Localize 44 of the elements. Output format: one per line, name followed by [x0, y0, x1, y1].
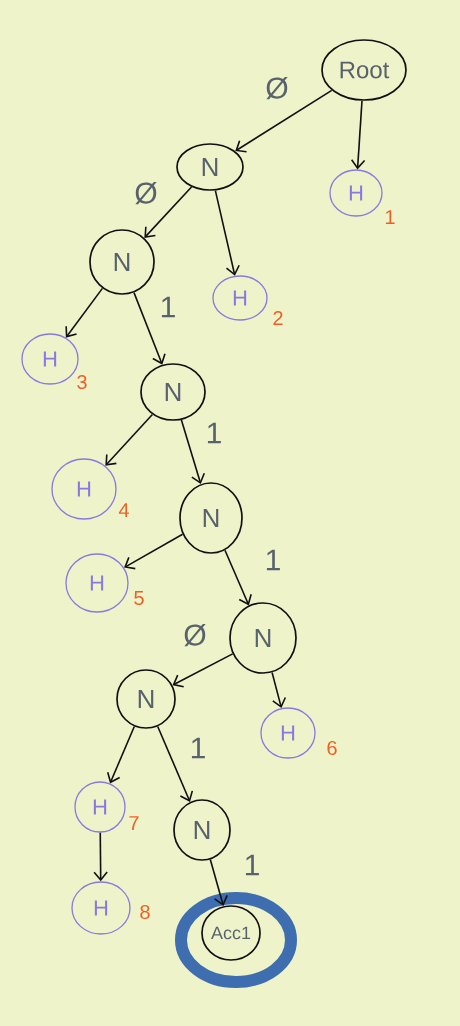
arrow [350, 100, 366, 170]
arrow [224, 549, 252, 606]
tree-node: N [179, 482, 243, 554]
tree-node: N [173, 799, 231, 861]
arrow [106, 725, 136, 784]
arrow [209, 858, 228, 907]
tree-node: N [116, 669, 176, 729]
edge-label: Ø [264, 75, 290, 101]
index-number: 7 [129, 816, 139, 830]
index-number: 2 [273, 311, 283, 325]
tree-node: Acc1 [201, 905, 261, 961]
tree-node: N [176, 143, 244, 191]
arrow [65, 287, 104, 338]
arrow [105, 413, 154, 466]
leaf-node: H [212, 275, 268, 321]
index-number: 8 [140, 904, 150, 920]
index-number: 1 [385, 210, 395, 224]
edge-label: Ø [182, 622, 208, 648]
edge-label: Ø [133, 180, 159, 206]
index-number: 5 [134, 591, 144, 605]
leaf-node: H [260, 707, 316, 759]
arrow [235, 89, 333, 153]
arrow [93, 831, 108, 882]
arrow [124, 533, 184, 570]
leaf-node: H [65, 553, 129, 613]
index-number: 3 [77, 374, 87, 390]
arrow [180, 419, 206, 485]
arrow [133, 291, 166, 365]
tree-node: N [140, 363, 206, 421]
arrow [156, 725, 194, 802]
index-number: 4 [118, 503, 129, 517]
arrow [172, 653, 234, 688]
index-number: 6 [327, 740, 337, 756]
arrow [144, 186, 193, 238]
tree-node: N [89, 229, 155, 295]
leaf-node: H [71, 881, 131, 935]
leaf-node: H [51, 458, 117, 520]
leaf-node: H [74, 781, 126, 833]
arrow [271, 671, 287, 709]
tree-node: N [229, 602, 297, 674]
leaf-node: H [21, 333, 79, 385]
leaf-node: H [329, 169, 383, 217]
tree-node: Root [321, 39, 407, 101]
arrow [214, 189, 240, 276]
